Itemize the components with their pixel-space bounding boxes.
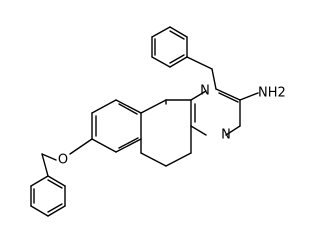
ch2-phenyl-bond: [41, 153, 49, 177]
benzyloxy-phenyl-ring: [30, 175, 66, 217]
atom-label-n1: N: [200, 84, 210, 99]
dihydro-ring: [140, 99, 192, 167]
aryl-ring: [91, 99, 167, 154]
atom-label-nh2: NH2: [258, 86, 286, 101]
o-ch2-bond: [41, 153, 57, 161]
benzyl-ch2-bond: [186, 56, 213, 70]
atom-label-n4: N: [221, 128, 231, 143]
amine-bond: [239, 92, 259, 101]
pyrazine-ring: [190, 88, 241, 136]
aryl-o-bond: [69, 138, 93, 155]
ch2-to-c2-bond: [211, 68, 217, 90]
molecule-diagram: N N NH2 O: [30, 26, 286, 217]
benzyl-phenyl-ring: [151, 26, 188, 68]
atom-label-oxygen: O: [58, 153, 68, 168]
